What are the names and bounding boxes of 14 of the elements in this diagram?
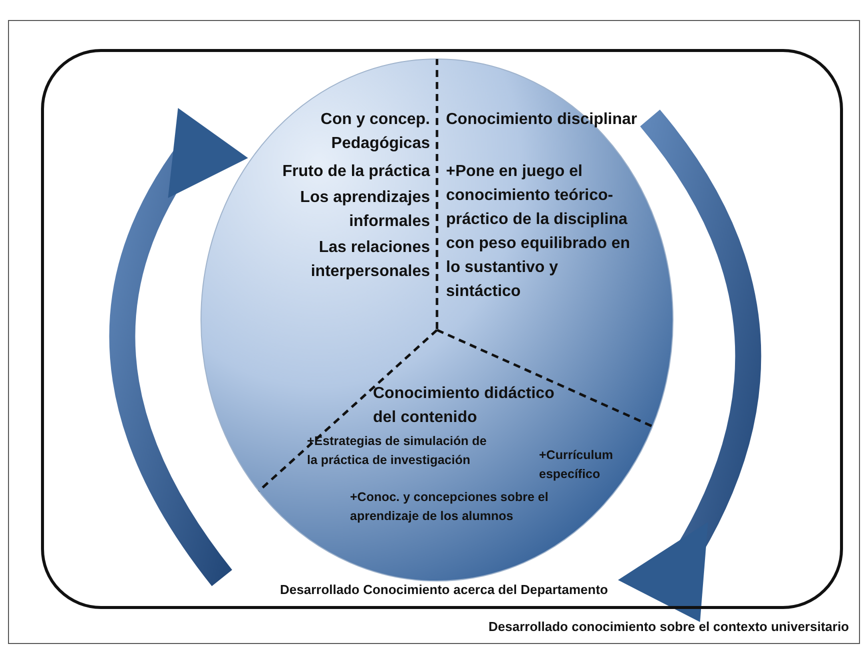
sector-text: +Pone en juego el conocimiento teórico-práctico de la disciplina con peso equilibrado en lo sustantivo y sintáctico [446,162,632,302]
sector-text: +Currículum específico [539,447,614,483]
department-caption: Desarrollado Conocimiento acerca del Departamento [279,581,609,599]
sector-heading: Con y concep. Pedagógicas [320,110,430,154]
sector-text: +Estrategias de simulación de la práctica de investigación [307,433,488,469]
sector-text: Las relaciones interpersonales [310,238,430,282]
sector-heading: Conocimiento disciplinar [446,110,638,130]
sector-text: Fruto de la práctica [281,162,430,182]
sector-text: +Conoc. y concepciones sobre el aprendizaje de los alumnos [350,489,550,525]
context-frame [8,20,860,644]
context-caption: Desarrollado conocimiento sobre el contexto universitario [488,618,849,636]
department-panel [41,49,843,609]
sector-text: Los aprendizajes informales [299,188,430,232]
sector-heading: Conocimiento didáctico del contenido [373,384,556,428]
